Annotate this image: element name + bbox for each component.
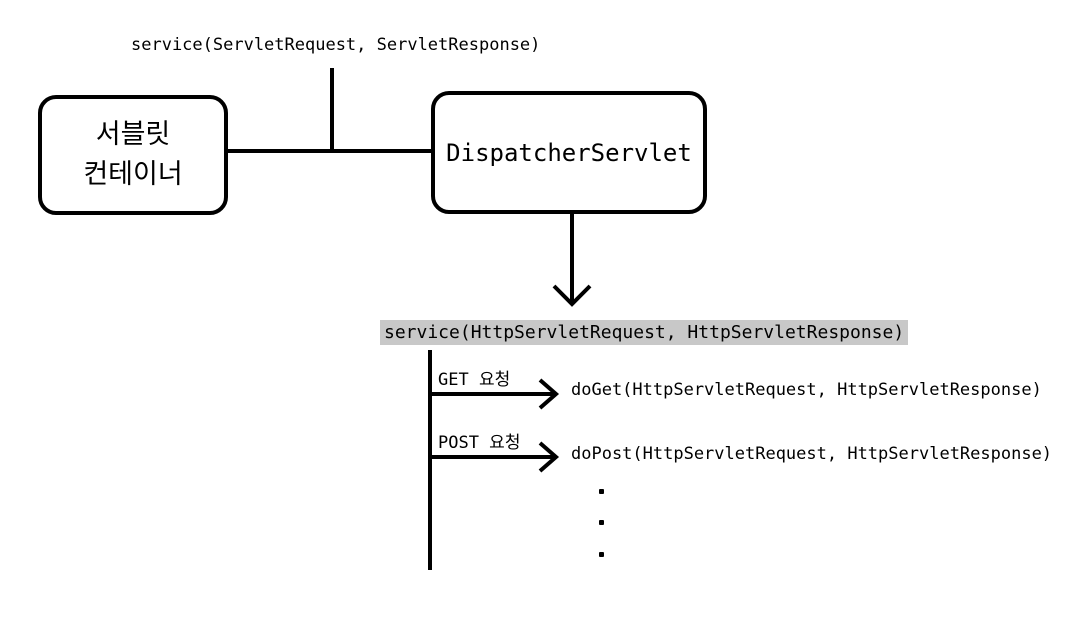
doget-signature: doGet(HttpServletRequest, HttpServletRes… — [571, 380, 1042, 400]
container-label-line1: 서블릿 — [95, 119, 171, 150]
http-service-signature: service(HttpServletRequest, HttpServletR… — [380, 320, 909, 345]
servlet-container-box: 서블릿 컨테이너 — [38, 95, 228, 215]
post-request-label: POST 요청 — [438, 433, 521, 453]
post-arrowhead — [538, 441, 560, 473]
down-arrowhead — [552, 284, 592, 307]
get-arrowhead — [538, 378, 560, 410]
ellipsis-dot — [599, 552, 604, 557]
get-request-label: GET 요청 — [438, 370, 511, 390]
ellipsis-dot — [599, 520, 604, 525]
dopost-signature: doPost(HttpServletRequest, HttpServletRe… — [571, 444, 1053, 464]
ellipsis-dot — [599, 489, 604, 494]
container-label-line2: 컨테이너 — [83, 159, 183, 190]
dispatcher-servlet-box: DispatcherServlet — [431, 91, 707, 214]
servlet-service-signature: service(ServletRequest, ServletResponse) — [131, 35, 541, 55]
dispatcher-label: DispatcherServlet — [446, 138, 692, 167]
